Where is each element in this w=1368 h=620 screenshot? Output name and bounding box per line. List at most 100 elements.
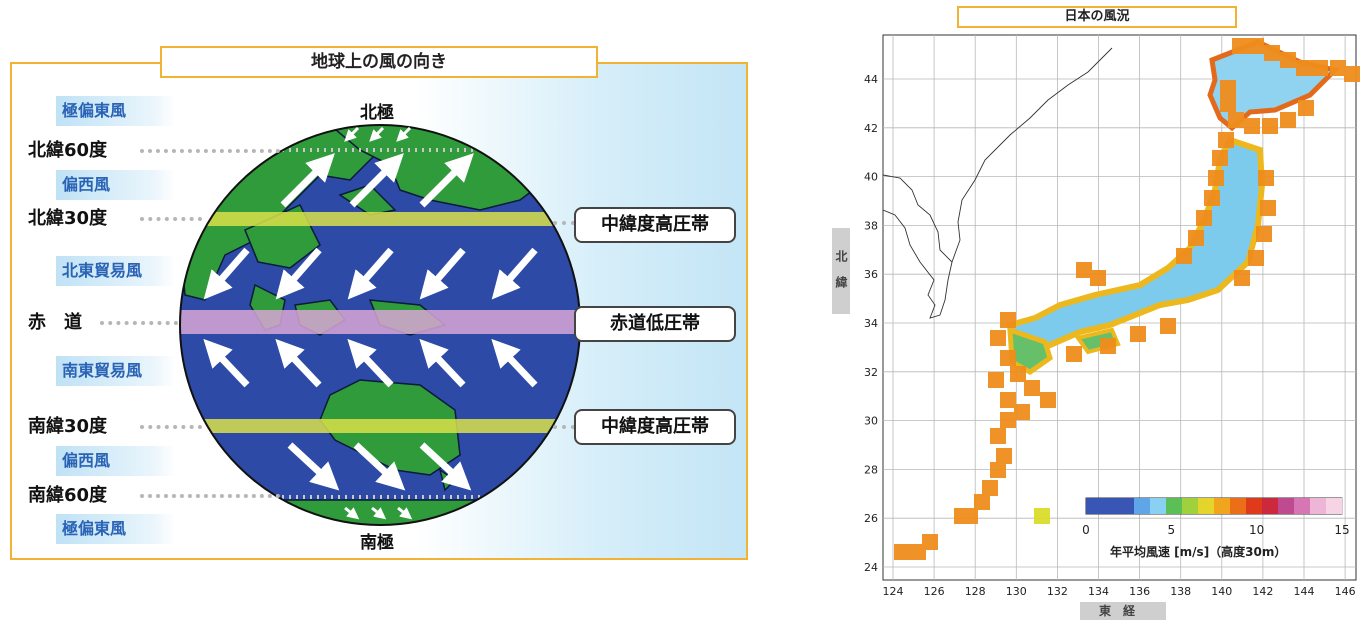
lat-equator-dots (100, 321, 178, 325)
wind-grid-cell (1090, 270, 1106, 286)
wind-grid-cell (1066, 346, 1082, 362)
wind-grid-cell (1000, 312, 1016, 328)
wind-grid-cell (1280, 112, 1296, 128)
wind-grid-cell (1344, 66, 1360, 82)
asia-coastline (951, 47, 1113, 263)
wind-grid-cell (1330, 60, 1346, 76)
wind-grid-cell (1196, 210, 1212, 226)
wind-grid-cell (988, 372, 1004, 388)
colorbar-swatch (1134, 498, 1151, 514)
y-tick-label: 26 (864, 512, 878, 525)
lat-s30-dots (140, 425, 202, 429)
lat-s30: 南緯30度 (28, 416, 108, 437)
colorbar-swatch (1246, 498, 1263, 514)
korea-coastline (882, 174, 953, 319)
wind-grid-cell (1258, 170, 1274, 186)
belt-n-dots (553, 221, 575, 225)
wind-grid-cell (1218, 132, 1234, 148)
x-tick-label: 140 (1211, 585, 1232, 598)
colorbar-swatch (1166, 498, 1183, 514)
x-tick-label: 124 (883, 585, 904, 598)
lat-n30-dots (140, 217, 202, 221)
wind-grid-cell (1000, 392, 1016, 408)
wind-grid-cell (990, 330, 1006, 346)
wind-grid-cell (1176, 248, 1192, 264)
y-tick-label: 44 (864, 73, 878, 86)
south-pole-label: 南極 (360, 533, 394, 553)
zone-polar-easterlies-south: 極偏東風 (56, 514, 176, 544)
wind-grid-cell (1248, 38, 1264, 54)
wind-grid-cell (1296, 60, 1312, 76)
globe (179, 124, 581, 526)
lat-s60: 南緯60度 (28, 485, 108, 506)
wind-grid-cell (1130, 326, 1146, 342)
wind-grid-cell (1040, 392, 1056, 408)
wind-grid-cell (1188, 230, 1204, 246)
y-tick-label: 28 (864, 463, 878, 476)
wind-grid-cell (1000, 412, 1016, 428)
wind-grid-cell (1010, 366, 1026, 382)
x-tick-label: 134 (1088, 585, 1109, 598)
north-pole-label: 北極 (360, 103, 394, 123)
wind-grid-cell (1232, 38, 1248, 54)
y-tick-label: 24 (864, 561, 878, 574)
wind-grid-cell (894, 544, 910, 560)
colorbar-tick-label: 15 (1334, 523, 1349, 537)
wind-grid-cell (1100, 338, 1116, 354)
wind-grid-cell (1000, 350, 1016, 366)
colorbar-swatch (1326, 498, 1343, 514)
wind-grid-cell (1260, 200, 1276, 216)
colorbar-swatch (1198, 498, 1215, 514)
belt-subtropical-high-south: 中緯度高圧帯 (574, 409, 736, 445)
y-tick-label: 36 (864, 268, 878, 281)
colorbar-swatch (1230, 498, 1247, 514)
zone-ne-trades: 北東貿易風 (56, 256, 176, 286)
wind-grid-cell (1264, 45, 1280, 61)
wind-grid-cell (1220, 80, 1236, 96)
belt-equatorial-low: 赤道低圧帯 (574, 306, 736, 342)
x-tick-label: 142 (1252, 585, 1273, 598)
colorbar-swatch (1102, 498, 1119, 514)
colorbar-tick-label: 0 (1082, 523, 1090, 537)
wind-grid-cell (1280, 52, 1296, 68)
wind-grid-cell (1208, 170, 1224, 186)
colorbar-swatch (1294, 498, 1311, 514)
wind-grid-cell (1262, 118, 1278, 134)
wind-grid-cell (1220, 96, 1236, 112)
wind-grid-cell (1234, 270, 1250, 286)
colorbar-swatch (1182, 498, 1199, 514)
x-tick-label: 132 (1047, 585, 1068, 598)
colorbar-tick-label: 10 (1249, 523, 1264, 537)
wind-map-title: 日本の風況 (957, 6, 1237, 28)
x-tick-label: 146 (1335, 585, 1356, 598)
wind-grid-cell (1298, 100, 1314, 116)
wind-grid-cell (922, 534, 938, 550)
wind-grid-cell (954, 508, 970, 524)
colorbar-swatch (1262, 498, 1279, 514)
colorbar-swatch (1150, 498, 1167, 514)
wind-grid-cell (1076, 262, 1092, 278)
x-axis-label: 東経 (1080, 602, 1166, 620)
y-tick-label: 40 (864, 171, 878, 184)
wind-grid-cell (974, 494, 990, 510)
wind-grid-cell (990, 428, 1006, 444)
wind-grid-cell (1204, 190, 1220, 206)
wind-grid-cell (1024, 380, 1040, 396)
y-axis-label-text: 北緯 (834, 250, 848, 302)
wind-grid-cell (1014, 404, 1030, 420)
wind-grid-cell (982, 480, 998, 496)
y-tick-label: 30 (864, 415, 878, 428)
y-tick-label: 34 (864, 317, 878, 330)
x-tick-label: 126 (924, 585, 945, 598)
wind-grid-cell (996, 448, 1012, 464)
colorbar-swatch (1310, 498, 1327, 514)
zone-polar-easterlies-north: 極偏東風 (56, 96, 176, 126)
colorbar-label: 年平均風速 [m/s]（高度30m） (1110, 544, 1286, 559)
lat-n60: 北緯60度 (28, 140, 108, 161)
zone-westerlies-south: 偏西風 (56, 446, 176, 476)
x-tick-label: 144 (1294, 585, 1315, 598)
